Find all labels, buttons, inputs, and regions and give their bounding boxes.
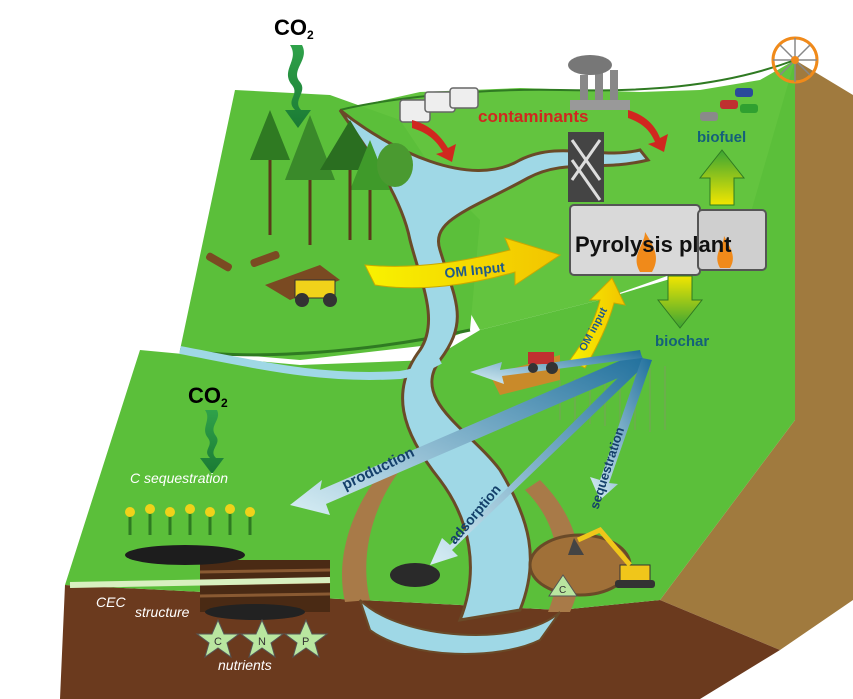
soil-profile [125,533,632,620]
crop-field [69,504,331,588]
star-n [239,618,285,659]
tree-4 [350,140,390,190]
river-upper [338,108,651,622]
river-bank-left [342,462,400,602]
plant-tower-lattice [570,139,602,201]
tree-5 [377,143,413,187]
pyrolysis-plant-label: Pyrolysis plant [575,232,732,257]
co2-arrow-top [285,45,311,128]
sequestration-arrow [590,358,652,500]
crop-heads [125,504,255,517]
biochar-label: biochar [655,333,709,350]
pyrolysis-plant [568,132,767,276]
tree-1 [250,110,290,160]
cec-label: CEC [96,594,126,610]
crop-rows [128,512,252,535]
c-sequestration-label: C sequestration [130,470,228,486]
star-p [283,618,329,659]
biochar-heap-soil [205,604,305,620]
contaminants-label: contaminants [478,107,589,126]
production-arrow [290,352,646,515]
star-p-label: P [302,636,309,648]
co2-left-subscript: 2 [221,396,228,410]
field-tractor [528,352,558,374]
excavator-c-label: C [559,585,566,596]
river-mouth-pool [359,599,561,655]
co2-top-subscript: 2 [307,28,314,42]
factory [568,55,630,110]
soil-bed-dark [200,560,330,612]
biochar-arrow [656,275,704,329]
biofuel-arrow [698,149,746,206]
excavator-c-badge [548,574,578,597]
biochar-heap-river [390,563,440,587]
biochar-distribution-arrows [290,350,652,565]
forest-tractor [294,279,337,307]
nutrients-label: nutrients [218,657,272,673]
plant-tank-secondary [697,209,767,271]
om-input-small-arrow [569,277,626,369]
excavator [568,526,655,588]
contaminant-arrows [412,110,668,162]
upper-field-edge [339,59,796,111]
star-c-label: C [214,636,222,648]
forest [205,110,413,307]
side-stream [179,346,442,380]
adsorption-arrow [430,356,648,565]
structure-label: structure [135,604,190,620]
tree-2 [285,115,335,180]
ferris-wheel [771,36,819,84]
tree-trunks [268,160,372,245]
om-input-arrow [364,237,562,289]
biochar-heap-left [125,545,245,565]
biofuel-label: biofuel [697,129,746,146]
cars [700,88,758,121]
star-n-label: N [258,636,266,648]
co2-top-label: CO2 [274,15,314,42]
star-c [195,618,241,659]
right-cliff-side [660,60,853,650]
factory-smoke [568,55,612,75]
plant-flame-2 [717,236,733,268]
storage-tanks [399,87,479,123]
co2-left-label: CO2 [188,383,228,410]
om-input-label: OM Input [444,259,506,281]
nutrient-stars [195,618,329,659]
plant-flame [636,232,656,272]
co2-arrow-left [200,410,224,474]
grass-front [69,577,331,588]
